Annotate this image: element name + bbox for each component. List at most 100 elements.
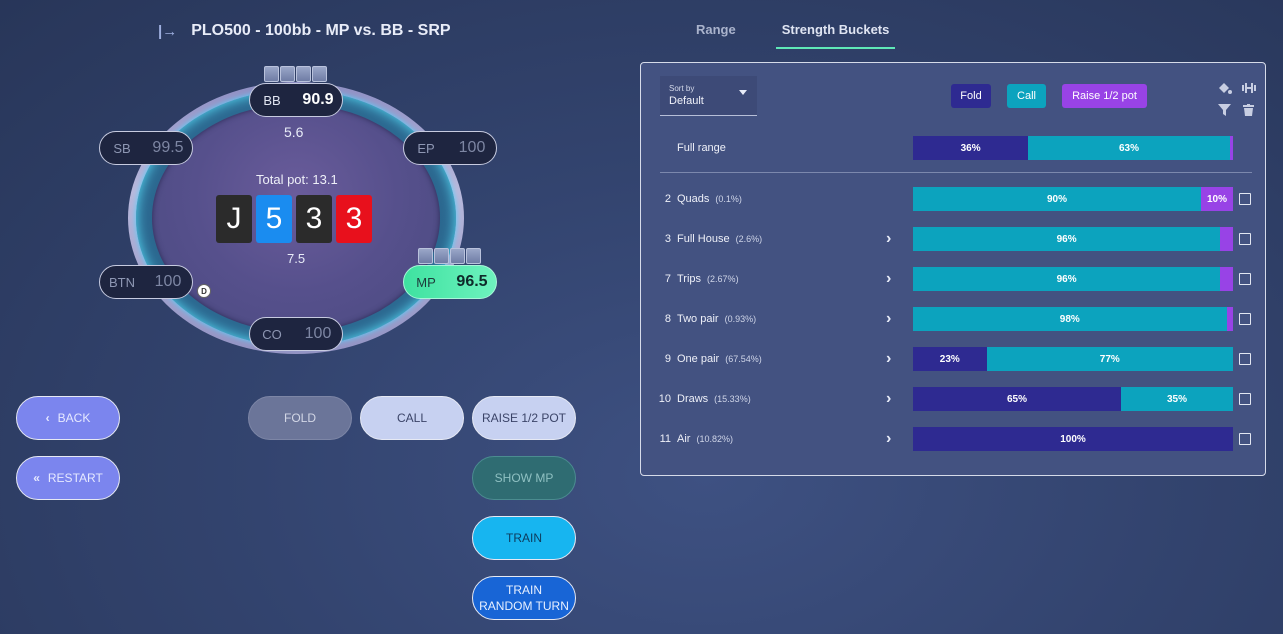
show-mp-button[interactable]: SHOW MP [472,456,576,500]
chevron-right-icon[interactable]: › [886,350,892,367]
bucket-number: 3 [664,233,671,245]
tabs: Range Strength Buckets [690,14,896,49]
trash-icon[interactable] [1243,104,1254,116]
call-button[interactable]: CALL [360,396,464,440]
seat-position: BTN [109,274,135,290]
bucket-checkbox[interactable] [1239,393,1251,405]
legend-fold[interactable]: Fold [951,84,991,108]
seat-stack: 99.5 [152,139,184,156]
total-pot: Total pot: 13.1 [256,172,338,187]
chevron-left-icon: ‹ [45,411,50,425]
back-button[interactable]: ‹ BACK [16,396,120,440]
legend-raise[interactable]: Raise 1/2 pot [1062,84,1147,108]
train-random-label-2: RANDOM TURN [479,599,569,613]
bucket-name: Quads [677,193,710,205]
train-random-turn-button[interactable]: TRAIN RANDOM TURN [472,576,576,620]
bucket-number: 8 [664,313,671,325]
board-card: J [216,195,252,243]
board: J 5 3 3 [216,195,372,243]
bar-segment-fold: 23% [913,347,987,371]
bucket-percent: (15.33%) [714,394,751,404]
back-label: BACK [57,411,91,425]
bucket-name: Draws [677,393,709,405]
bar-segment-raise [1220,267,1233,291]
bucket-checkbox[interactable] [1239,233,1251,245]
chevron-right-icon[interactable]: › [886,230,892,247]
board-card: 3 [296,195,332,243]
legend-call[interactable]: Call [1007,84,1046,108]
tab-range[interactable]: Range [696,22,736,37]
bar-segment-call: 98% [913,307,1227,331]
bucket-number: 2 [664,193,671,205]
bucket-bar: 98% [913,307,1233,331]
bucket-percent: (0.93%) [724,314,757,324]
bar-segment-fold: 36% [913,136,1029,160]
dumbbell-icon[interactable] [1241,82,1257,94]
chevron-right-icon[interactable]: › [886,430,892,447]
seat-btn: BTN 100 [99,265,193,299]
exit-icon[interactable]: |→ [158,22,178,40]
bucket-name: Air [677,433,691,445]
sort-value: Default [669,95,704,107]
bucket-checkbox[interactable] [1239,433,1251,445]
bucket-row-label: 11 Air (10.82%) [657,427,733,451]
divider [660,172,1252,173]
bucket-bar: 23%77% [913,347,1233,371]
bucket-bar: 90%10% [913,187,1233,211]
seat-sb: SB 99.5 [99,131,193,165]
double-chevron-left-icon: « [33,471,40,485]
bucket-bar: 96% [913,267,1233,291]
sort-label: Sort by [669,84,695,93]
tab-strength-buckets[interactable]: Strength Buckets [775,14,896,49]
restart-label: RESTART [47,471,103,485]
seat-stack: 100 [154,273,182,290]
chevron-right-icon[interactable]: › [886,310,892,327]
bucket-percent: (2.67%) [707,274,739,284]
bar-segment-call: 90% [913,187,1201,211]
bar-segment-raise [1226,307,1233,331]
bucket-name: Two pair [677,313,719,325]
bucket-percent: (67.54%) [725,354,762,364]
seat-position: MP [416,274,436,290]
bar-segment-fold: 65% [913,387,1121,411]
mp-bet: 7.5 [287,251,306,266]
seat-position: SB [113,140,131,156]
seat-stack: 96.5 [456,273,488,290]
chevron-right-icon[interactable]: › [886,270,892,287]
caret-down-icon [739,90,747,95]
bucket-number: 11 [659,433,671,445]
fold-button[interactable]: FOLD [248,396,352,440]
page-title: PLO500 - 100bb - MP vs. BB - SRP [191,22,451,39]
seat-position: BB [263,92,281,108]
seat-bb: BB 90.9 [249,83,343,117]
filter-icon[interactable] [1218,104,1231,116]
bar-segment-call: 96% [913,227,1221,251]
board-card: 3 [336,195,372,243]
sort-dropdown[interactable]: Sort by Default [660,76,757,116]
bar-segment-fold: 100% [913,427,1233,451]
bucket-checkbox[interactable] [1239,193,1251,205]
train-button[interactable]: TRAIN [472,516,576,560]
seat-mp: MP 96.5 [403,265,497,299]
restart-button[interactable]: « RESTART [16,456,120,500]
seat-ep: EP 100 [403,131,497,165]
bucket-checkbox[interactable] [1239,353,1251,365]
bucket-checkbox[interactable] [1239,273,1251,285]
mp-cards-icon [418,248,481,264]
bucket-name: One pair [677,353,720,365]
full-range-label: Full range [677,142,726,154]
seat-position: EP [417,140,435,156]
train-random-label-1: TRAIN [506,583,542,597]
bar-segment-raise: 10% [1201,187,1233,211]
seat-stack: 90.9 [302,91,334,108]
bucket-percent: (10.82%) [696,434,733,444]
chevron-right-icon[interactable]: › [886,390,892,407]
seat-co: CO 100 [249,317,343,351]
bucket-checkbox[interactable] [1239,313,1251,325]
raise-button[interactable]: RAISE 1/2 POT [472,396,576,440]
paint-bucket-icon[interactable] [1217,82,1232,95]
